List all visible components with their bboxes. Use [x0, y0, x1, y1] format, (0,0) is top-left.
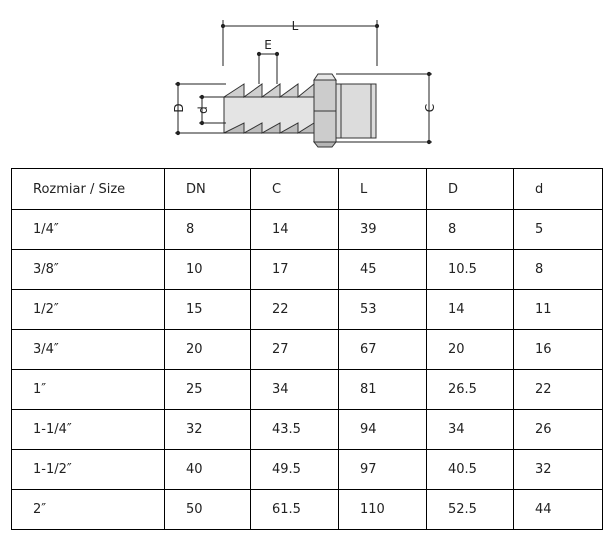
hose-barb-fitting-diagram: L E C D d — [172, 19, 437, 148]
cell-d-inner: 22 — [513, 369, 603, 410]
cell-l: 97 — [338, 449, 427, 490]
table-row: 3/4″ 20 27 67 20 16 — [11, 329, 603, 370]
cell-l: 67 — [338, 329, 427, 370]
cell-d-outer: 14 — [426, 289, 514, 330]
cell-d-outer: 26.5 — [426, 369, 514, 410]
cell-dn: 20 — [164, 329, 251, 370]
cell-d-outer: 20 — [426, 329, 514, 370]
cell-dn: 40 — [164, 449, 251, 490]
table-row: 2″ 50 61.5 110 52.5 44 — [11, 489, 603, 530]
table-row: 1/4″ 8 14 39 8 5 — [11, 209, 603, 250]
cell-c: 27 — [250, 329, 339, 370]
cell-dn: 50 — [164, 489, 251, 530]
cell-l: 39 — [338, 209, 427, 250]
cell-l: 110 — [338, 489, 427, 530]
cell-size: 1/2″ — [11, 289, 165, 330]
cell-size: 2″ — [11, 489, 165, 530]
cell-c: 22 — [250, 289, 339, 330]
cell-c: 49.5 — [250, 449, 339, 490]
cell-dn: 15 — [164, 289, 251, 330]
cell-d-outer: 10.5 — [426, 249, 514, 290]
cell-d-inner: 44 — [513, 489, 603, 530]
cell-d-inner: 8 — [513, 249, 603, 290]
header-dn: DN — [164, 168, 251, 210]
cell-d-inner: 32 — [513, 449, 603, 490]
cell-d-outer: 34 — [426, 409, 514, 450]
cell-l: 45 — [338, 249, 427, 290]
table-header-row: Rozmiar / Size DN C L D d — [11, 168, 603, 210]
header-c: C — [250, 168, 339, 210]
header-d-outer: D — [426, 168, 514, 210]
cell-dn: 10 — [164, 249, 251, 290]
cell-size: 1″ — [11, 369, 165, 410]
cell-dn: 8 — [164, 209, 251, 250]
table-row: 1/2″ 15 22 53 14 11 — [11, 289, 603, 330]
cell-l: 53 — [338, 289, 427, 330]
cell-size: 1-1/2″ — [11, 449, 165, 490]
cell-c: 34 — [250, 369, 339, 410]
size-spec-table: Rozmiar / Size DN C L D d 1/4″ 8 14 39 8… — [11, 168, 603, 530]
table-row: 1-1/4″ 32 43.5 94 34 26 — [11, 409, 603, 450]
cell-size: 3/4″ — [11, 329, 165, 370]
cell-d-inner: 26 — [513, 409, 603, 450]
header-size: Rozmiar / Size — [11, 168, 165, 210]
fitting-drawing — [222, 73, 377, 148]
label-E: E — [264, 38, 272, 52]
cell-size: 3/8″ — [11, 249, 165, 290]
cell-d-inner: 16 — [513, 329, 603, 370]
cell-d-inner: 5 — [513, 209, 603, 250]
cell-c: 61.5 — [250, 489, 339, 530]
cell-dn: 25 — [164, 369, 251, 410]
label-C: C — [423, 104, 437, 112]
dimension-lines — [175, 20, 432, 145]
header-d-inner: d — [513, 168, 603, 210]
cell-c: 14 — [250, 209, 339, 250]
cell-size: 1/4″ — [11, 209, 165, 250]
label-D: D — [172, 103, 186, 112]
table-row: 1-1/2″ 40 49.5 97 40.5 32 — [11, 449, 603, 490]
cell-l: 81 — [338, 369, 427, 410]
cell-c: 43.5 — [250, 409, 339, 450]
table-row: 1″ 25 34 81 26.5 22 — [11, 369, 603, 410]
cell-dn: 32 — [164, 409, 251, 450]
table-row: 3/8″ 10 17 45 10.5 8 — [11, 249, 603, 290]
cell-d-outer: 40.5 — [426, 449, 514, 490]
label-L: L — [292, 19, 299, 33]
cell-c: 17 — [250, 249, 339, 290]
header-l: L — [338, 168, 427, 210]
cell-d-inner: 11 — [513, 289, 603, 330]
cell-d-outer: 8 — [426, 209, 514, 250]
cell-d-outer: 52.5 — [426, 489, 514, 530]
cell-size: 1-1/4″ — [11, 409, 165, 450]
cell-l: 94 — [338, 409, 427, 450]
label-d: d — [196, 106, 210, 114]
